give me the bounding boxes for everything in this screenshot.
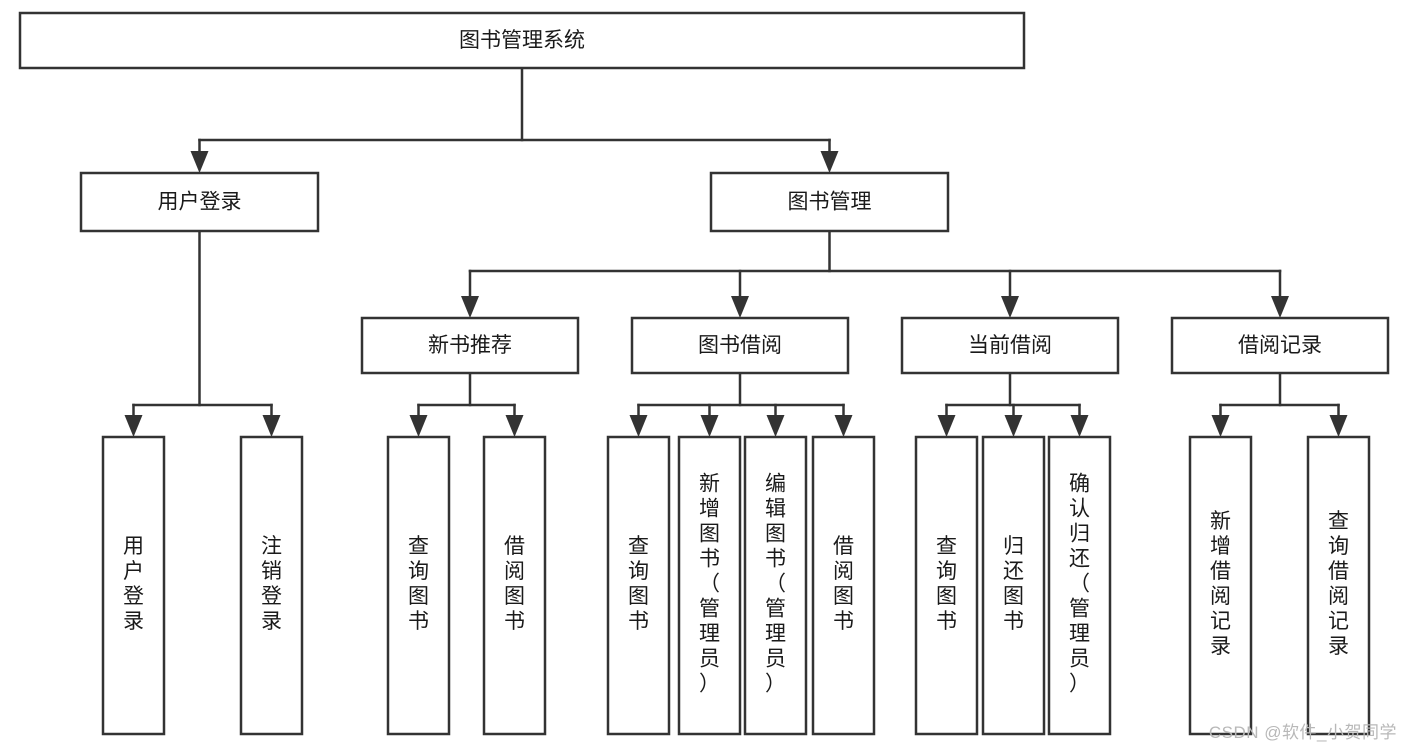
node-label: 编辑图书（管理员） bbox=[765, 473, 786, 696]
node-current-borrow[interactable]: 当前借阅 bbox=[900, 316, 1120, 375]
leaf-leaf-edit-book-admin[interactable]: 编辑图书（管理员） bbox=[743, 435, 808, 736]
node-user-login[interactable]: 用户登录 bbox=[79, 171, 320, 233]
node-book-management[interactable]: 图书管理 bbox=[709, 171, 950, 233]
node-label: 当前借阅 bbox=[968, 334, 1052, 357]
node-label: 用户登录 bbox=[123, 535, 144, 633]
arrow-head-icon bbox=[461, 296, 479, 318]
arrow-head-icon bbox=[834, 415, 853, 437]
node-box bbox=[606, 435, 671, 736]
node-box bbox=[914, 435, 979, 736]
leaf-leaf-confirm-return-admin[interactable]: 确认归还（管理员） bbox=[1047, 435, 1112, 736]
node-box bbox=[360, 316, 580, 375]
node-box bbox=[743, 435, 808, 736]
node-box bbox=[981, 435, 1046, 736]
arrow-head-icon bbox=[1211, 415, 1230, 437]
arrow-head-icon bbox=[766, 415, 785, 437]
leaf-leaf-add-book-admin[interactable]: 新增图书（管理员） bbox=[677, 435, 742, 736]
node-box bbox=[630, 316, 850, 375]
node-root[interactable]: 图书管理系统 bbox=[18, 11, 1026, 70]
node-label: 新增借阅记录 bbox=[1210, 510, 1231, 658]
node-box bbox=[101, 435, 166, 736]
arrow-head-icon bbox=[262, 415, 281, 437]
node-box bbox=[811, 435, 876, 736]
leaf-leaf-query-book-1[interactable]: 查询图书 bbox=[386, 435, 451, 736]
leaf-leaf-query-borrow-record[interactable]: 查询借阅记录 bbox=[1306, 435, 1371, 736]
node-label: 查询图书 bbox=[408, 535, 429, 633]
leaf-leaf-user-login[interactable]: 用户登录 bbox=[101, 435, 166, 736]
node-label: 查询图书 bbox=[628, 535, 649, 633]
node-label: 借阅记录 bbox=[1238, 334, 1322, 357]
node-box bbox=[677, 435, 742, 736]
leaf-leaf-query-book-2[interactable]: 查询图书 bbox=[606, 435, 671, 736]
arrow-head-icon bbox=[700, 415, 719, 437]
node-label: 借阅图书 bbox=[833, 535, 854, 633]
leaf-leaf-add-borrow-record[interactable]: 新增借阅记录 bbox=[1188, 435, 1253, 736]
arrow-head-icon bbox=[1271, 296, 1289, 318]
node-label: 新增图书（管理员） bbox=[699, 473, 720, 696]
node-box bbox=[709, 171, 950, 233]
leaf-leaf-user-logout[interactable]: 注销登录 bbox=[239, 435, 304, 736]
leaf-leaf-borrow-book-2[interactable]: 借阅图书 bbox=[811, 435, 876, 736]
node-label: 图书管理系统 bbox=[459, 29, 585, 52]
node-label: 图书借阅 bbox=[698, 334, 782, 357]
node-box bbox=[239, 435, 304, 736]
node-label: 归还图书 bbox=[1003, 535, 1024, 633]
arrow-head-icon bbox=[124, 415, 143, 437]
leaf-leaf-borrow-book-1[interactable]: 借阅图书 bbox=[482, 435, 547, 736]
node-label: 借阅图书 bbox=[504, 535, 525, 633]
node-label: 图书管理 bbox=[788, 191, 872, 214]
node-box bbox=[1170, 316, 1390, 375]
arrow-head-icon bbox=[1070, 415, 1089, 437]
arrow-head-icon bbox=[937, 415, 956, 437]
arrow-head-icon bbox=[505, 415, 524, 437]
arrow-head-icon bbox=[1329, 415, 1348, 437]
node-new-book-recommend[interactable]: 新书推荐 bbox=[360, 316, 580, 375]
node-box bbox=[900, 316, 1120, 375]
arrow-head-icon bbox=[1001, 296, 1019, 318]
node-box bbox=[79, 171, 320, 233]
leaf-leaf-query-book-3[interactable]: 查询图书 bbox=[914, 435, 979, 736]
node-label: 确认归还（管理员） bbox=[1069, 473, 1090, 696]
node-label: 用户登录 bbox=[158, 191, 242, 214]
node-label: 注销登录 bbox=[261, 535, 282, 633]
nodes-layer: 图书管理系统用户登录图书管理新书推荐图书借阅当前借阅借阅记录用户登录注销登录查询… bbox=[18, 11, 1390, 736]
node-box bbox=[386, 435, 451, 736]
leaf-leaf-return-book[interactable]: 归还图书 bbox=[981, 435, 1046, 736]
node-box bbox=[482, 435, 547, 736]
arrow-head-icon bbox=[629, 415, 648, 437]
node-box bbox=[1047, 435, 1112, 736]
watermark-text: CSDN @软件_小贺同学 bbox=[1208, 723, 1397, 742]
arrow-head-icon bbox=[190, 151, 209, 173]
edges-layer bbox=[124, 66, 1348, 437]
node-box bbox=[1306, 435, 1371, 736]
node-box bbox=[1188, 435, 1253, 736]
node-label: 新书推荐 bbox=[428, 334, 512, 357]
arrow-head-icon bbox=[731, 296, 749, 318]
node-box bbox=[18, 11, 1026, 70]
arrow-head-icon bbox=[1004, 415, 1023, 437]
node-borrow-record[interactable]: 借阅记录 bbox=[1170, 316, 1390, 375]
arrow-head-icon bbox=[409, 415, 428, 437]
arrow-head-icon bbox=[820, 151, 839, 173]
node-book-borrow[interactable]: 图书借阅 bbox=[630, 316, 850, 375]
node-label: 查询借阅记录 bbox=[1328, 510, 1349, 658]
node-label: 查询图书 bbox=[936, 535, 957, 633]
